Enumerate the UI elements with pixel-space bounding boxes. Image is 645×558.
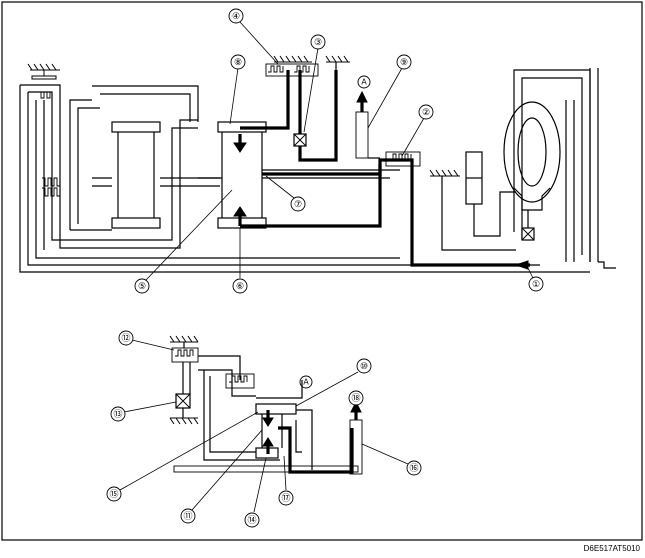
callout-9: ⑨	[367, 54, 412, 129]
one-way-clutch-upper	[293, 133, 307, 147]
svg-text:⑩: ⑩	[360, 361, 368, 371]
spool-arrow-down	[233, 206, 247, 226]
callout-5: ⑤	[134, 189, 233, 294]
callout-1: ①	[527, 267, 544, 292]
svg-text:③: ③	[314, 37, 322, 47]
port-label-a-lower: A	[303, 378, 309, 387]
lower-valve	[255, 403, 354, 474]
callout-15: ⑮	[106, 411, 259, 502]
svg-text:⑭: ⑭	[247, 515, 256, 525]
callout-16: ⑯	[361, 443, 422, 476]
svg-text:⑱: ⑱	[351, 393, 360, 403]
port-passage-upper: A	[355, 75, 380, 159]
ground-symbol-top-right	[325, 55, 350, 70]
ground-symbol-lower-bottom	[169, 417, 199, 425]
figure-code: D6E517AT5010	[584, 544, 641, 553]
clutch-pack-2	[385, 151, 421, 167]
left-planetary-drum	[69, 85, 220, 231]
spool-arrow-up	[233, 134, 247, 153]
port-passage-lower: A	[299, 375, 363, 475]
callout-6: ⑥	[232, 228, 248, 294]
callout-8: ⑧	[229, 54, 246, 125]
callout-11: ⑪	[180, 429, 263, 524]
callout-3: ③	[303, 34, 326, 133]
svg-text:①: ①	[532, 279, 540, 289]
lower-circuit: A	[169, 335, 363, 475]
left-housing-passages	[19, 84, 590, 273]
svg-text:⑬: ⑬	[113, 409, 122, 419]
diagram-frame	[1, 1, 643, 541]
ground-symbol-lower-top	[169, 335, 199, 348]
callout-13: ⑬	[110, 401, 177, 422]
ground-symbol-left	[27, 63, 60, 80]
callout-18: ⑱	[348, 390, 364, 406]
callout-12: ⑫	[118, 330, 175, 351]
callout-2: ②	[401, 104, 434, 157]
svg-text:④: ④	[232, 11, 240, 21]
svg-text:⑥: ⑥	[236, 281, 244, 291]
callout-4: ④	[228, 8, 279, 65]
svg-text:②: ②	[422, 107, 430, 117]
svg-text:⑧: ⑧	[234, 57, 242, 67]
port-label-a-upper: A	[361, 78, 367, 87]
callout-14: ⑭	[244, 457, 267, 528]
svg-text:⑯: ⑯	[409, 463, 418, 473]
ground-symbol-top-center	[265, 55, 319, 77]
svg-text:⑤: ⑤	[138, 281, 146, 291]
svg-text:⑫: ⑫	[121, 333, 130, 343]
svg-text:⑰: ⑰	[281, 493, 290, 503]
svg-text:⑨: ⑨	[400, 57, 408, 67]
callout-17: ⑰	[278, 455, 294, 506]
callout-10: ⑩	[295, 358, 372, 407]
svg-text:⑪: ⑪	[183, 511, 192, 521]
upper-circuit: A	[19, 55, 616, 273]
callout-7: ⑦	[265, 175, 306, 212]
svg-text:⑦: ⑦	[294, 199, 302, 209]
torque-converter	[429, 68, 616, 269]
one-way-clutch-lower	[175, 362, 191, 418]
svg-text:⑮: ⑮	[109, 489, 118, 499]
clutch-pack-12	[171, 347, 199, 363]
